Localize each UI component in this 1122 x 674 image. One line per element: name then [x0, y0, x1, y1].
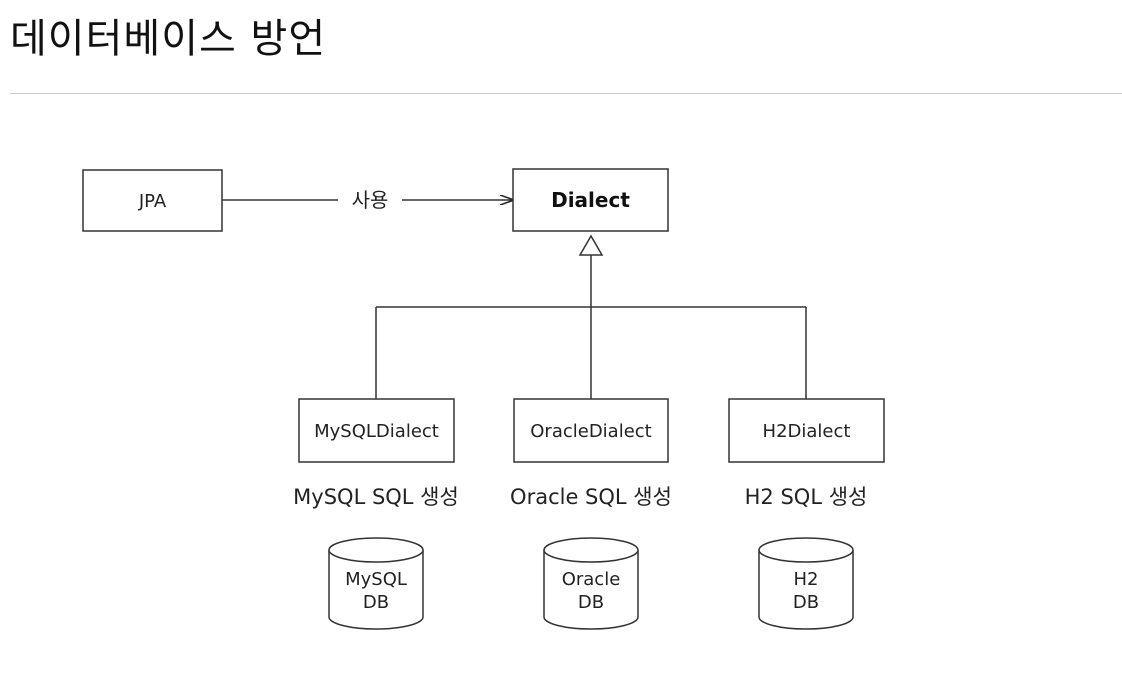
uses-edge: 사용 — [222, 188, 513, 212]
h2-dialect-node: H2Dialect — [728, 398, 885, 463]
mysql-db-cylinder: MySQL DB — [328, 537, 424, 630]
h2-caption: H2 SQL 생성 — [745, 485, 868, 509]
h2-db-line1: H2 — [794, 569, 819, 590]
inheritance-arrowhead — [578, 234, 604, 256]
h2-dialect-label: H2Dialect — [763, 421, 851, 442]
jpa-label: JPA — [138, 191, 167, 212]
oracle-db-cylinder: Oracle DB — [543, 537, 639, 630]
page-title: 데이터베이스 방언 — [10, 16, 327, 62]
title-divider — [10, 93, 1122, 94]
oracle-db-line1: Oracle — [562, 569, 621, 590]
mysql-caption: MySQL SQL 생성 — [293, 485, 459, 509]
mysql-db-line2: DB — [363, 592, 389, 613]
mysql-dialect-node: MySQLDialect — [298, 398, 455, 463]
oracle-db-line2: DB — [578, 592, 604, 613]
oracle-caption: Oracle SQL 생성 — [510, 485, 672, 509]
oracle-dialect-label: OracleDialect — [530, 421, 652, 442]
uses-edge-label: 사용 — [352, 188, 389, 212]
dialect-node: Dialect — [512, 168, 669, 232]
jpa-node: JPA — [82, 169, 223, 232]
mysql-dialect-label: MySQLDialect — [314, 421, 439, 442]
h2-db-line2: DB — [793, 592, 819, 613]
oracle-dialect-node: OracleDialect — [513, 398, 669, 463]
inheritance-edges — [375, 234, 807, 399]
mysql-db-line1: MySQL — [345, 569, 407, 590]
dialect-label: Dialect — [551, 188, 630, 212]
h2-db-cylinder: H2 DB — [758, 537, 854, 630]
